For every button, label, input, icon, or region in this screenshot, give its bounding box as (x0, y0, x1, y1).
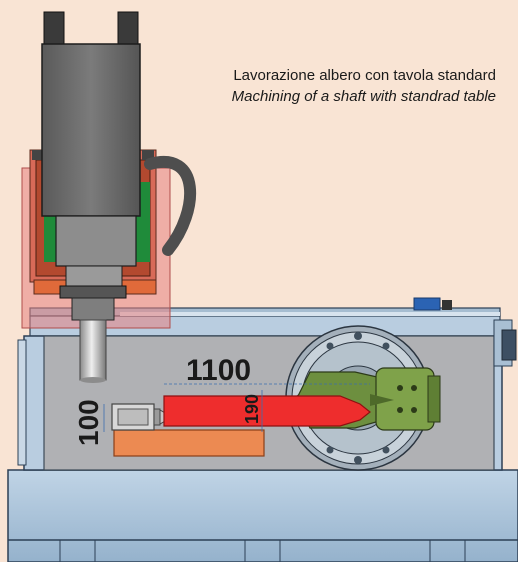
caption-english: Machining of a shaft with standrad table (231, 88, 496, 105)
coolant-hose (144, 156, 197, 256)
caption-italian: Lavorazione albero con tavola standard (233, 67, 496, 84)
cutting-tool (79, 319, 107, 383)
dimension-length-label: 1100 (186, 354, 251, 387)
dimension-height-label: 100 (73, 399, 104, 446)
dimension-diameter-label: 190 (242, 394, 262, 424)
workpiece-shaft (163, 395, 371, 427)
spindle-column (41, 11, 141, 321)
tailstock (111, 403, 265, 457)
machine-base (7, 469, 518, 562)
dimension-lines (103, 383, 370, 432)
